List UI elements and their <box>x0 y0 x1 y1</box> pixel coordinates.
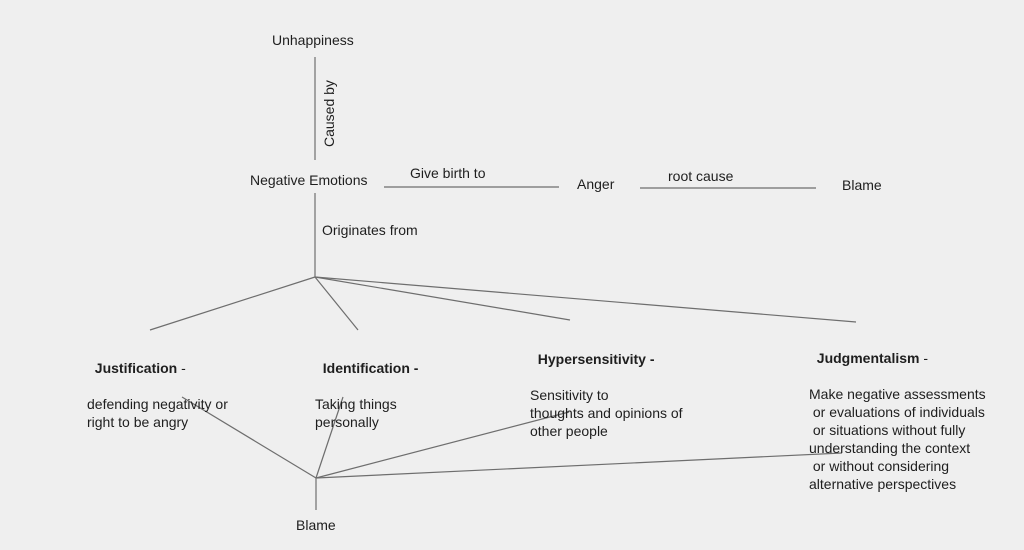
cause-justification: Justification - defending negativity or … <box>87 360 228 430</box>
line-hub-identification <box>314 276 359 331</box>
cause-description: Sensitivity to thoughts and opinions of … <box>530 387 683 439</box>
line-hub-justification <box>149 276 316 331</box>
line-justification-blame <box>181 396 317 479</box>
line-hub-hypersensitivity <box>314 276 571 321</box>
line-identification-blame <box>315 396 344 479</box>
cause-title: Hypersensitivity - <box>537 351 655 367</box>
line-judgmentalism-blame <box>315 452 843 479</box>
cause-description: Taking things personally <box>315 396 397 430</box>
line-hypersensitivity-blame <box>315 411 570 479</box>
edge-label-root-cause: root cause <box>668 168 734 184</box>
cause-title: Judgmentalism <box>816 350 920 366</box>
cause-description: Make negative assessments or evaluations… <box>809 386 986 492</box>
node-negative-emotions: Negative Emotions <box>250 172 368 188</box>
edge-label-give-birth-to: Give birth to <box>410 165 486 181</box>
node-blame-top: Blame <box>842 177 882 193</box>
cause-identification: Identification - Taking things personall… <box>315 341 418 449</box>
edge-label-caused-by: Caused by <box>321 80 337 147</box>
cause-hypersensitivity: Hypersensitivity - Sensitivity to though… <box>530 332 683 458</box>
cause-judgmentalism: Judgmentalism - Make negative assessment… <box>809 350 986 492</box>
node-anger: Anger <box>577 176 615 192</box>
cause-title: Justification <box>94 360 178 376</box>
cause-title: Identification - <box>322 360 419 376</box>
node-blame-bottom: Blame <box>296 517 336 533</box>
edge-label-originates-from: Originates from <box>322 222 418 238</box>
node-unhappiness: Unhappiness <box>272 32 354 48</box>
line-hub-judgmentalism <box>314 276 857 323</box>
cause-description: defending negativity or right to be angr… <box>87 396 228 430</box>
